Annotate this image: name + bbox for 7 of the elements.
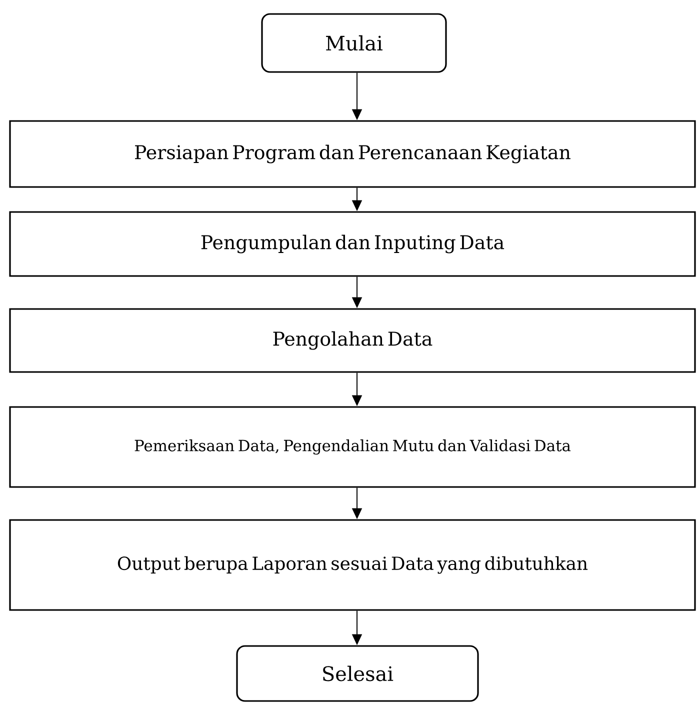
terminal-box: Selesai: [236, 645, 479, 702]
process-box: Pemeriksaan Data, Pengendalian Mutu dan Validasi Data: [9, 406, 696, 488]
process-box: Persiapan Program dan Perencanaan Kegiatan: [9, 120, 696, 188]
process-box: Pengolahan Data: [9, 308, 696, 373]
process-box: Output berupa Laporan sesuai Data yang dibutuhkan: [9, 519, 696, 611]
process-box: Pengumpulan dan Inputing Data: [9, 211, 696, 277]
terminal-box: Mulai: [261, 13, 447, 73]
